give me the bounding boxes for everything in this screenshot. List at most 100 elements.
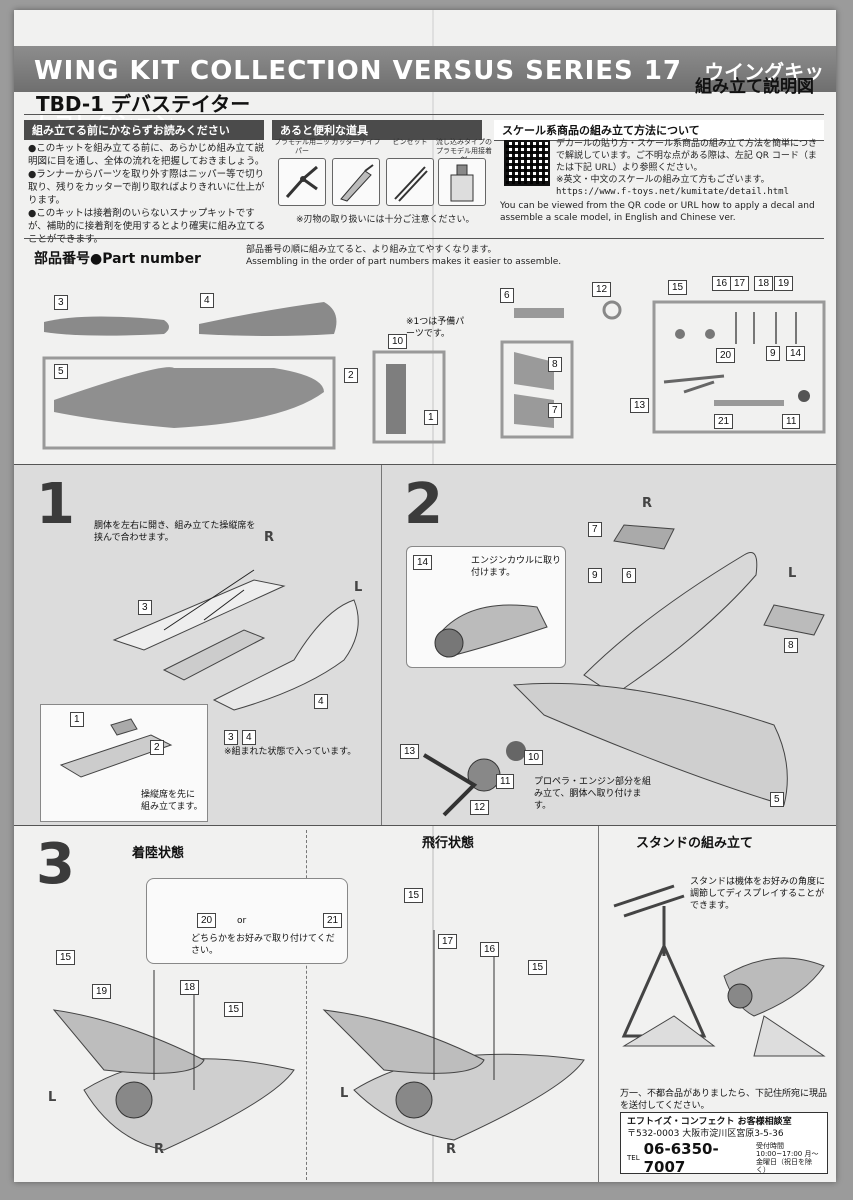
part-label: 15 [56, 950, 76, 965]
instruction-sheet: WING KIT COLLECTION VERSUS SERIES 17 ウイン… [14, 10, 836, 1182]
stand-title: スタンドの組み立て [636, 836, 754, 851]
bullet-item: ●ランナーからパーツを取り外す際はニッパー等で切り取り、残りをカッターで削り取れ… [28, 169, 265, 206]
gear-choice-inset: 20 or 21 どちらかをお好みで取り付けてください。 [146, 878, 348, 964]
part-label: 1 [424, 410, 438, 425]
flight-airplane-illustration [322, 930, 585, 1141]
part-label: 17 [438, 934, 458, 949]
part-label: 8 [784, 638, 798, 653]
tool-label: ピンセット [392, 138, 428, 146]
scale-guide-url[interactable]: https://www.f-toys.net/kumitate/detail.h… [556, 187, 789, 197]
part-label: 4 [242, 730, 256, 745]
propeller-engine-text: プロペラ・エンジン部分を組み立て、胴体へ取り付けます。 [534, 777, 652, 811]
tweezers-icon [386, 158, 434, 206]
side-label-r: R [264, 530, 275, 545]
scale-guide-text: デカールの貼り方・スケール系商品の組み立て方法を簡単につきで解説しています。ご不… [556, 139, 818, 173]
stand-text: スタンドは機体をお好みの角度に調節してディスプレイすることができます。 [690, 877, 826, 911]
tool-label: カッターナイフ [331, 138, 381, 146]
side-label-l: L [48, 1090, 57, 1105]
part-label: 19 [774, 276, 794, 291]
step-divider [381, 465, 382, 825]
part-label: 5 [770, 792, 784, 807]
section-rule [14, 825, 836, 826]
cockpit-illustration [59, 718, 173, 778]
or-label: or [237, 916, 247, 926]
spare-note: ※1つは予備パーツです。 [406, 317, 465, 339]
part-number-note-jp: 部品番号の順に組み立てると、より組み立てやすくなります。 [246, 245, 497, 255]
part-label: 3 [54, 295, 68, 310]
landing-flight-divider [306, 830, 307, 1180]
part-label: 6 [622, 568, 636, 583]
part-label: 3 [224, 730, 238, 745]
part-label: 13 [400, 744, 420, 759]
part-label: 10 [388, 334, 408, 349]
part-number-note-en: Assembling in the order of part numbers … [246, 257, 562, 267]
part-label: 19 [92, 984, 112, 999]
model-name: TBD-1 デバステイター [36, 92, 251, 116]
tool-label: プラモデル用ニッパー [274, 138, 330, 155]
step-number: 1 [36, 472, 75, 537]
cockpit-inset-text: 操縦席を先に組み立てます。 [141, 790, 203, 812]
part-label: 8 [548, 357, 562, 372]
part-label: 18 [754, 276, 774, 291]
part-number-heading-en: Part number [102, 251, 201, 267]
part-label: 9 [766, 346, 780, 361]
nipper-icon [278, 158, 326, 206]
scale-guide-english: You can be viewed from the QR code or UR… [500, 201, 815, 223]
engine-cowl-inset-text: エンジンカウルに取り付けます。 [471, 556, 562, 578]
qr-code[interactable] [504, 140, 550, 186]
tools-heading: あると便利な道具 [272, 120, 482, 140]
step-number: 3 [36, 832, 75, 897]
side-label-r: R [154, 1142, 165, 1157]
part-label: 18 [180, 980, 200, 995]
glue-bottle-icon [438, 158, 486, 206]
part-label: 14 [413, 555, 433, 570]
assembled-note: ※組まれた状態で入っています。 [224, 747, 357, 757]
part-label: 4 [314, 694, 328, 709]
part-label: 16 [480, 942, 500, 957]
flight-title: 飛行状態 [422, 836, 475, 851]
part-label: 3 [138, 600, 152, 615]
part-label: 1 [70, 712, 84, 727]
support-company: エフトイズ・コンフェクト お客様相談室 [627, 1117, 792, 1127]
side-label-l: L [340, 1086, 349, 1101]
part-label: 12 [470, 800, 490, 815]
bullet-item: ●このキットを組み立てる前に、あらかじめ組み立て説明図に目を通し、全体の流れを把… [28, 143, 265, 167]
support-contact: エフトイズ・コンフェクト お客様相談室 〒532-0003 大阪市淀川区宮原3-… [620, 1112, 828, 1176]
part-label: 2 [344, 368, 358, 383]
part-label: 11 [782, 414, 801, 429]
landing-airplane-illustration [52, 970, 295, 1151]
part-label: 5 [54, 364, 68, 379]
part-label: 15 [404, 888, 424, 903]
cockpit-inset: 操縦席を先に組み立てます。 [40, 704, 208, 822]
manual-title: 組み立て説明図 [695, 77, 814, 97]
part-label: 14 [786, 346, 806, 361]
tool-caution: ※刃物の取り扱いには十分ご注意ください。 [296, 215, 475, 225]
bullet-item: ●このキットは接着剤のいらないスナップキットですが、補助的に接着剤を使用するとよ… [28, 208, 266, 245]
support-phone-row: TEL 06-6350-7007 受付時間 10:00~17:00 月～金曜日（… [627, 1140, 821, 1176]
part-label: 12 [592, 282, 612, 297]
scale-guide-heading: スケール系商品の組み立て方法について [494, 120, 824, 141]
part-label: 7 [588, 522, 602, 537]
series-title: WING KIT COLLECTION VERSUS SERIES 17 [34, 56, 683, 86]
scale-guide-note: ※英文・中文のスケールの組み立て方もございます。 [556, 175, 770, 185]
part-label: 15 [668, 280, 688, 295]
support-phone[interactable]: 06-6350-7007 [643, 1140, 719, 1176]
part-label: 10 [524, 750, 544, 765]
section-rule [24, 238, 824, 239]
part-label: 20 [197, 913, 217, 928]
part-label: 21 [714, 414, 734, 429]
engine-cowl-inset: 14 エンジンカウルに取り付けます。 [406, 546, 566, 668]
part-number-heading: 部品番号●Part number [34, 248, 201, 268]
support-notice: 万一、不都合品がありましたら、下記住所宛に現品を送付してください。 [620, 1089, 828, 1111]
engine-cowl-illustration [434, 604, 548, 658]
step1-fuselage-illustration [112, 569, 359, 711]
part-label: 9 [588, 568, 602, 583]
before-assembly-list: ●このキットを組み立てる前に、あらかじめ組み立て説明図に目を通し、全体の流れを把… [28, 142, 268, 246]
before-assembly-heading: 組み立てる前にかならずお読みください [24, 120, 264, 140]
part-label: 21 [323, 913, 343, 928]
part-label: 11 [496, 774, 515, 789]
side-label-l: L [788, 566, 797, 581]
step-number: 2 [404, 472, 443, 537]
choose-text: どちらかをお好みで取り付けてください。 [191, 934, 335, 956]
part-label: 20 [716, 348, 736, 363]
